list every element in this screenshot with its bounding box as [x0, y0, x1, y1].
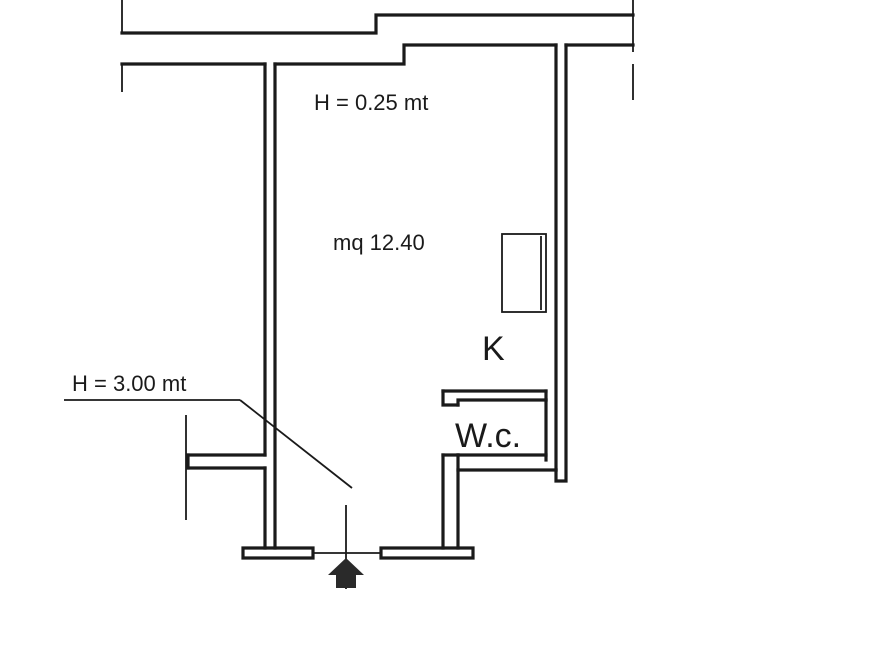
wc-partition [441, 389, 558, 550]
kitchen-label: K [482, 330, 505, 368]
height-leader [64, 399, 353, 489]
kitchen-counter [501, 233, 547, 313]
wc-label: W.c. [455, 417, 521, 455]
room-height-label: H = 3.00 mt [72, 371, 186, 396]
entrance-arrow-icon [328, 505, 364, 589]
bottom-wall [241, 546, 475, 560]
area-label: mq 12.40 [333, 230, 425, 255]
left-wall [186, 62, 277, 550]
boundary-lines [121, 0, 634, 520]
top-exterior-wall [120, 13, 635, 66]
ceiling-height-label: H = 0.25 mt [314, 90, 428, 115]
right-wall [554, 43, 568, 483]
